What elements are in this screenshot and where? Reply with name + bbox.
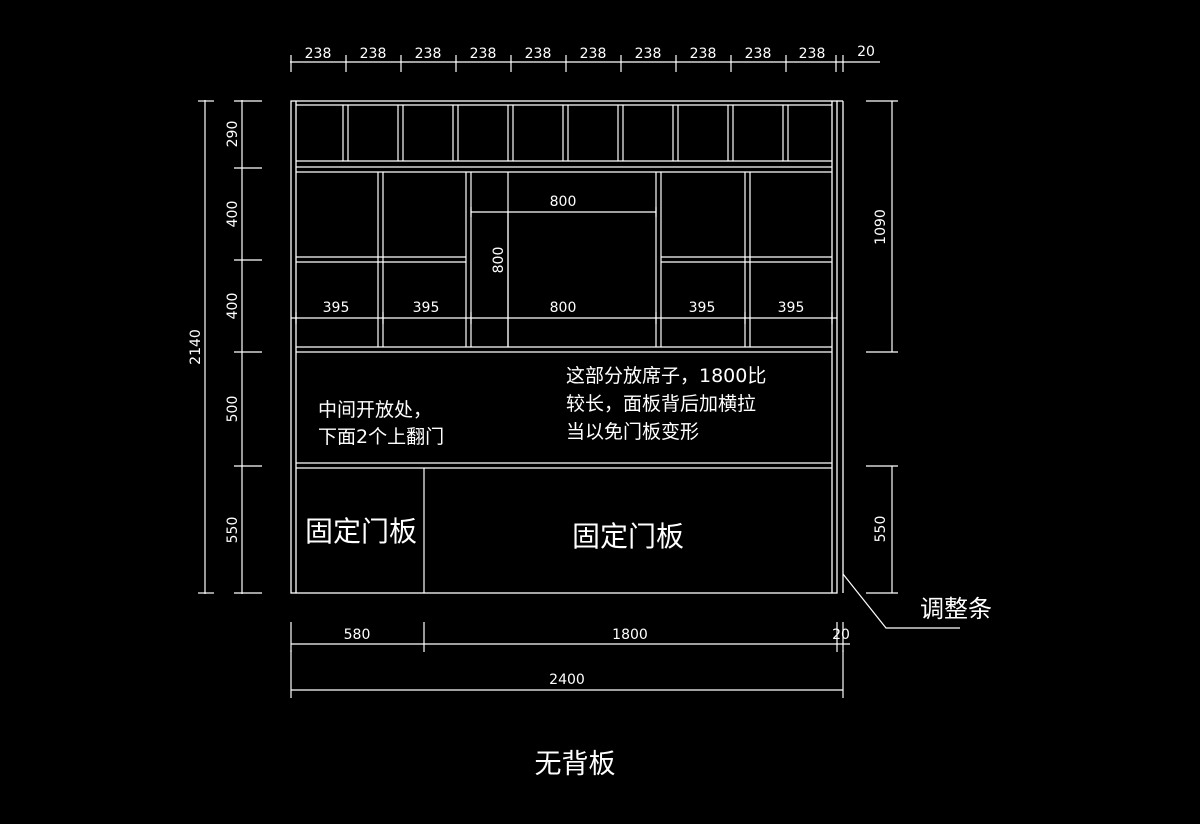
left-dim-row-2: 400 (225, 201, 241, 228)
right-dim-lower: 550 (873, 516, 889, 543)
top-dim-label-8: 238 (690, 46, 717, 62)
bottom-dim-total: 2400 (549, 672, 585, 688)
top-dim-label-4: 238 (470, 46, 497, 62)
bottom-dim-end: 20 (832, 627, 850, 643)
left-dim-labels: 290 400 400 500 550 2140 (188, 121, 241, 544)
bottom-dim-middle: 1800 (612, 627, 648, 643)
left-dim-row-5: 550 (225, 517, 241, 544)
storage-note-line-1: 这部分放席子，1800比 (566, 365, 766, 387)
fixed-panel-left-label: 固定门板 (305, 515, 417, 548)
bottom-dimension-chains (290, 622, 850, 698)
top-dim-label-1: 238 (305, 46, 332, 62)
top-dim-label-5: 238 (525, 46, 552, 62)
row-width-label-1: 395 (323, 300, 350, 316)
open-area-note-line-2: 下面2个上翻门 (318, 426, 444, 448)
open-area-note-line-1: 中间开放处， (318, 399, 432, 421)
top-dim-label-2: 238 (360, 46, 387, 62)
top-dim-labels: 238 238 238 238 238 238 238 238 238 238 … (305, 44, 875, 62)
right-dimension-chains (866, 100, 898, 594)
top-dim-ticks (290, 55, 844, 72)
middle-grid-section (291, 171, 837, 353)
fixed-panel-right-label: 固定门板 (572, 520, 684, 553)
adjustment-strip-label: 调整条 (920, 595, 992, 623)
adjustment-strip-leader (842, 573, 960, 629)
annotation-notes: 中间开放处， 下面2个上翻门 这部分放席子，1800比 较长，面板背后加横拉 当… (318, 365, 766, 448)
left-dimension-chains (198, 100, 262, 594)
top-dim-label-9: 238 (745, 46, 772, 62)
storage-note-line-3: 当以免门板变形 (566, 421, 699, 443)
left-dim-row-4: 500 (225, 396, 241, 423)
top-dim-label-3: 238 (415, 46, 442, 62)
row-width-label-2: 395 (413, 300, 440, 316)
open-section (296, 462, 832, 469)
drawing-caption: 无背板 (535, 749, 616, 780)
top-dim-label-6: 238 (580, 46, 607, 62)
top-dim-label-end: 20 (857, 44, 875, 60)
panel-labels: 固定门板 固定门板 (305, 515, 684, 553)
left-dim-total: 2140 (188, 329, 204, 365)
tv-width-label: 800 (550, 194, 577, 210)
row-width-label-5: 395 (778, 300, 805, 316)
row-width-label-4: 395 (689, 300, 716, 316)
bottom-dim-labels: 580 1800 20 2400 (344, 627, 850, 688)
top-compartment-row (296, 104, 832, 168)
row-width-label-3: 800 (550, 300, 577, 316)
storage-note-line-2: 较长，面板背后加横拉 (566, 393, 756, 415)
left-dim-row-1: 290 (225, 121, 241, 148)
left-dim-row-3: 400 (225, 293, 241, 320)
top-dim-label-10: 238 (799, 46, 826, 62)
bottom-dim-left: 580 (344, 627, 371, 643)
top-dim-label-7: 238 (635, 46, 662, 62)
top-dimension-chain (290, 55, 880, 72)
right-dim-labels: 1090 550 (873, 209, 889, 542)
inner-dim-labels: 800 800 395 395 800 395 395 (323, 194, 805, 316)
tv-height-label: 800 (491, 247, 507, 274)
right-dim-upper: 1090 (873, 209, 889, 245)
